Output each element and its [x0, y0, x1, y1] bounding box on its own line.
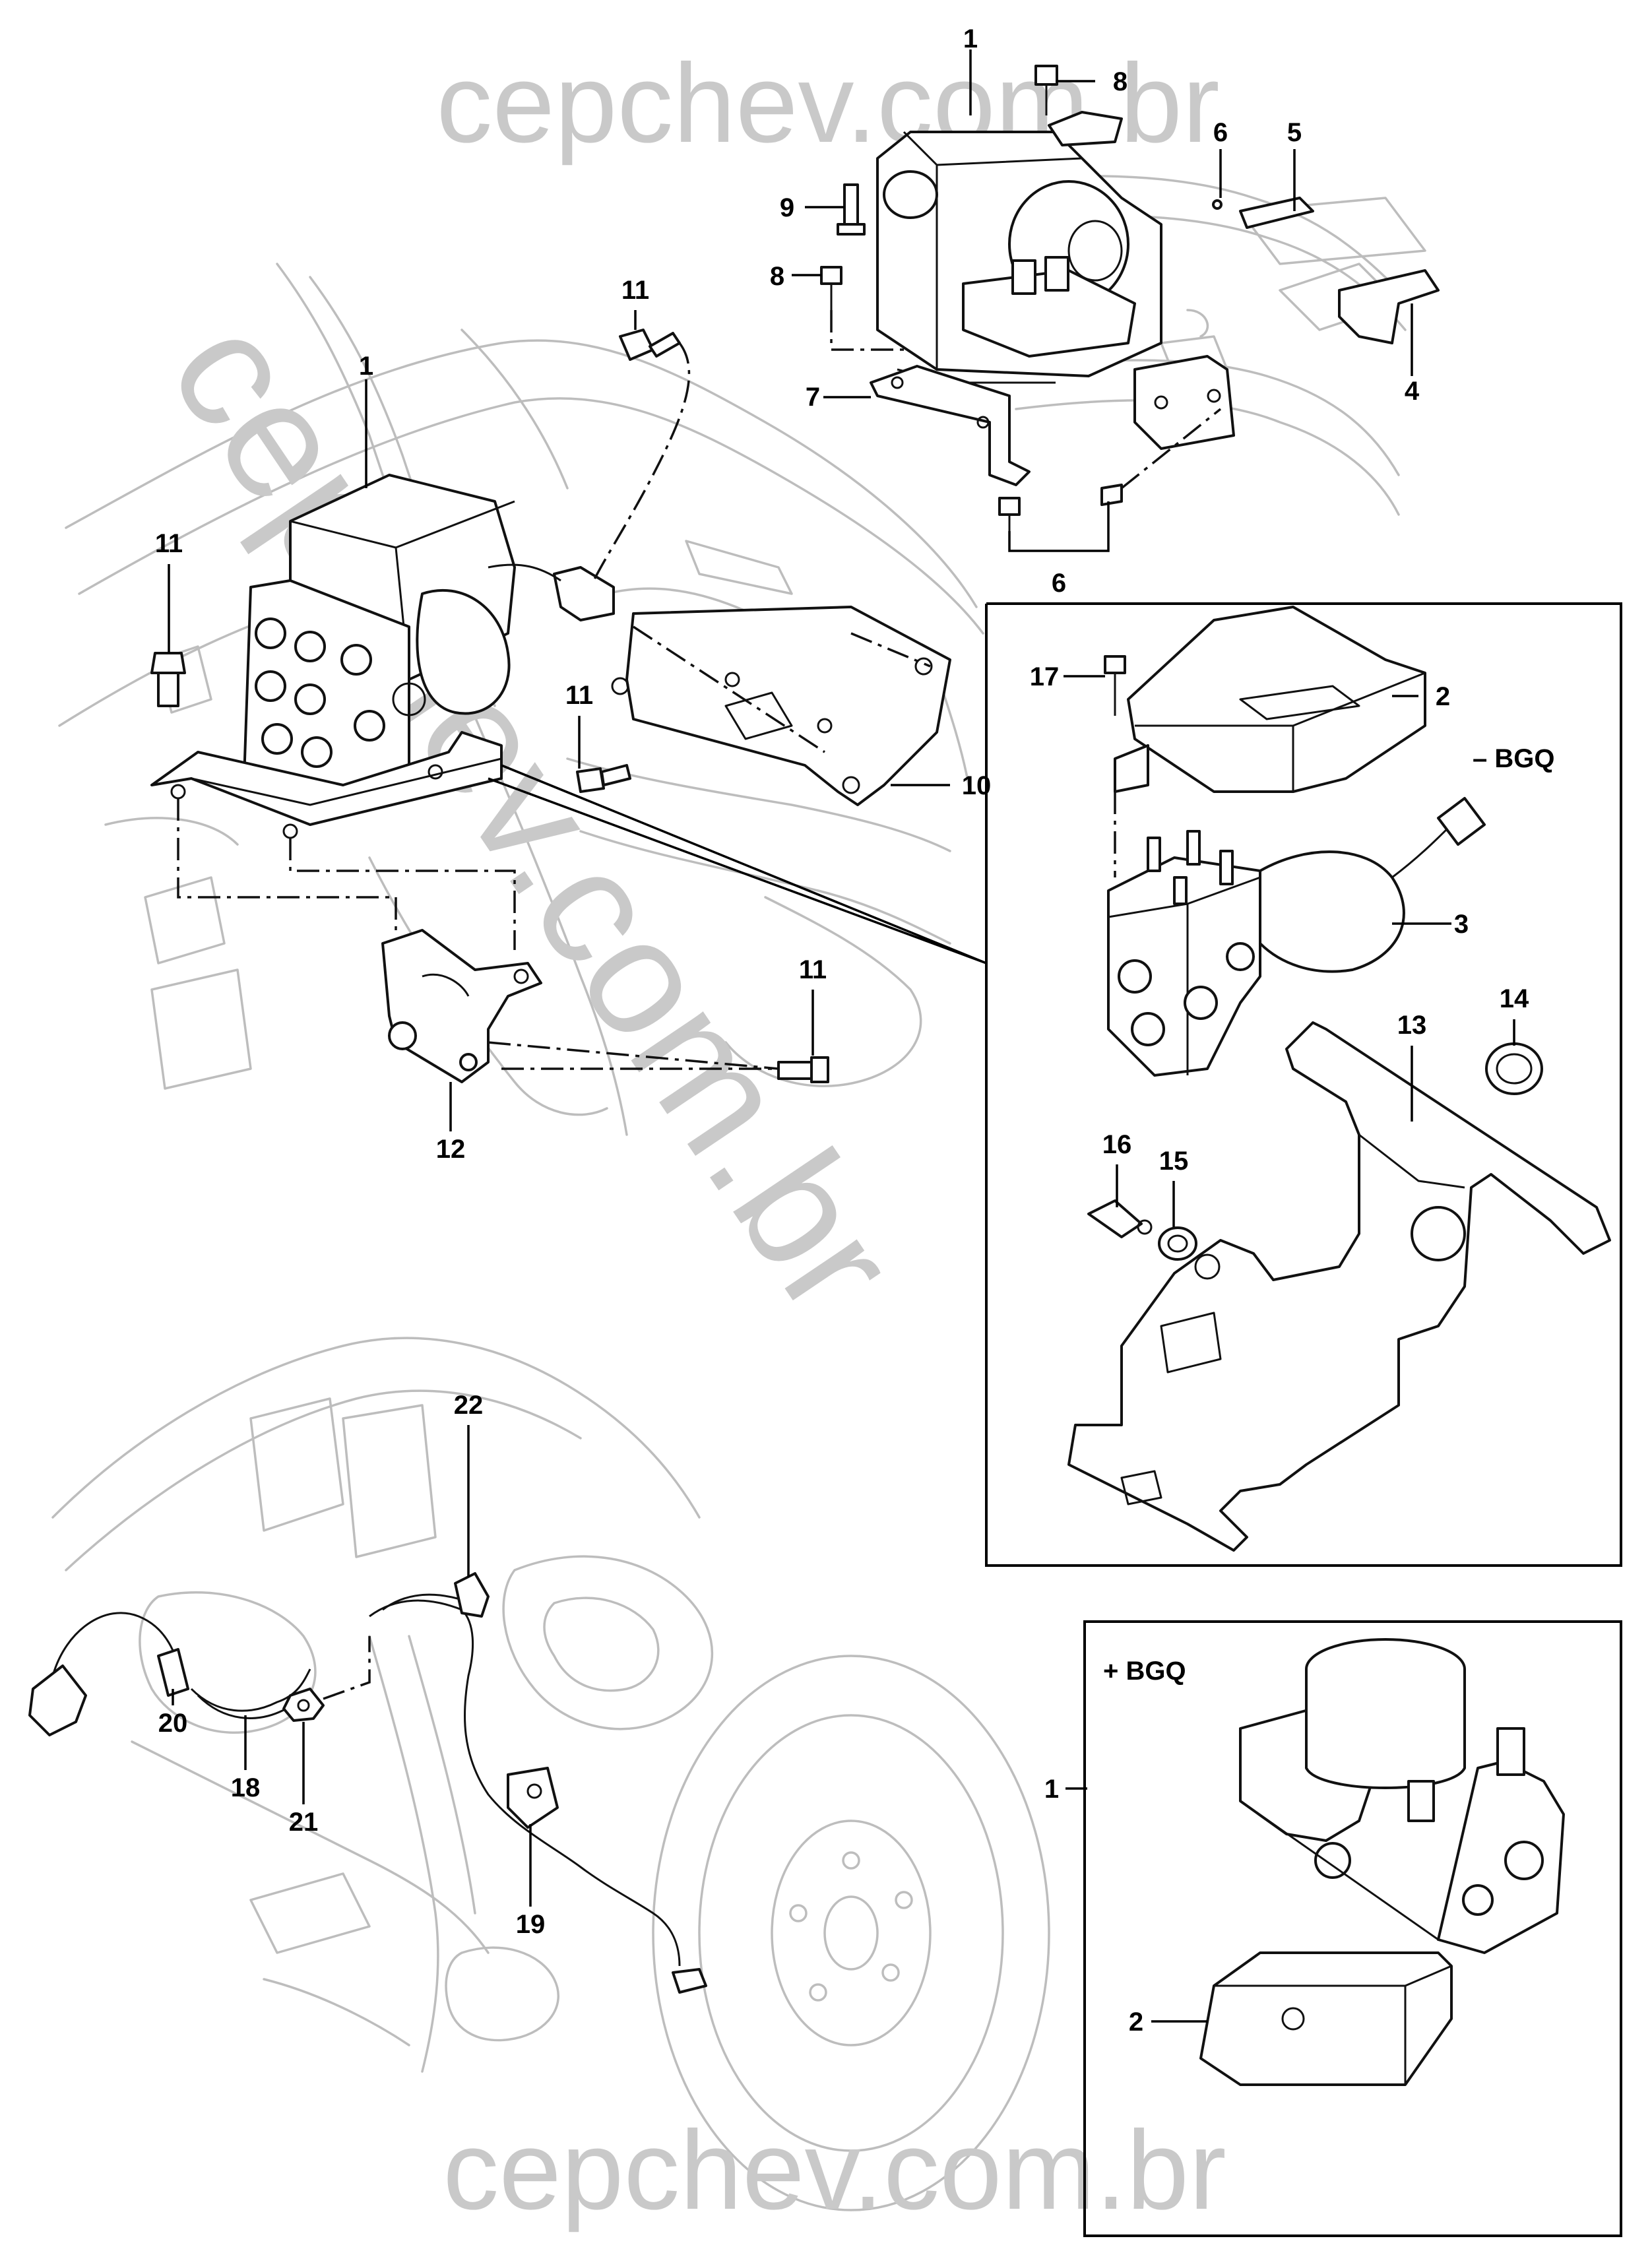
variant-label-plus-bgq: + BGQ	[1103, 1657, 1186, 1686]
callout-8-mid: 8	[770, 262, 784, 291]
sensor-harness-22	[369, 1572, 707, 1994]
leader-lines	[168, 49, 1515, 2023]
callout-1-plus-bgq: 1	[1044, 1775, 1059, 1804]
callout-21: 21	[289, 1808, 319, 1837]
bolt-9	[837, 183, 866, 236]
callout-10: 10	[962, 771, 992, 800]
callout-5: 5	[1287, 118, 1302, 147]
sensor-harness-20	[28, 1612, 189, 1736]
callout-3: 3	[1454, 910, 1469, 939]
callout-19: 19	[516, 1910, 546, 1939]
dashline-bracket6	[1120, 408, 1222, 490]
bracket-main	[150, 731, 503, 839]
bracket-7	[870, 365, 1031, 486]
bolt-11-right	[777, 1056, 829, 1083]
callout-11-left: 11	[155, 529, 183, 558]
bracket-13	[1067, 1021, 1611, 1552]
nut-21	[282, 1688, 325, 1722]
variant-frame-minus-bgq	[985, 602, 1622, 1567]
bracket-4	[1338, 269, 1440, 344]
callout-6-top: 6	[1213, 118, 1228, 147]
bracket-6-right	[1133, 355, 1235, 450]
callout-7: 7	[806, 383, 820, 412]
callout-2-plus-bgq: 2	[1129, 2008, 1143, 2037]
clip-19	[507, 1767, 559, 1829]
bolts-6-lower	[998, 484, 1123, 531]
bracket-5	[1212, 197, 1314, 229]
bolt-8-upper	[1034, 65, 1058, 115]
callout-11-top: 11	[621, 276, 649, 305]
bolt-8-lower	[820, 266, 842, 310]
dashline-main-to-lower-bracket	[177, 798, 516, 950]
dashline-bolt11-top	[592, 342, 691, 581]
callout-numbers: 1 8 6 5 9 8 11 7 4 6 1 11 11 10 17 2 3 1…	[155, 24, 1529, 2037]
sensor-harness-18	[190, 1668, 311, 1719]
callout-12: 12	[436, 1135, 466, 1164]
callout-15: 15	[1159, 1147, 1189, 1176]
callout-1-top: 1	[963, 24, 978, 53]
grommet-14	[1485, 1042, 1543, 1095]
callout-17: 17	[1030, 662, 1060, 691]
divider-line-minus-bgq	[488, 764, 987, 965]
callout-11-mid: 11	[565, 681, 593, 710]
variant-frame-plus-bgq	[1083, 1620, 1622, 2237]
callout-16: 16	[1102, 1130, 1132, 1159]
screw-17	[1104, 655, 1126, 716]
callout-4: 4	[1405, 377, 1420, 406]
dashline-shield-to-body	[633, 625, 931, 753]
watermark-top: cepchev.com.br	[436, 41, 1219, 166]
callout-11-right: 11	[799, 955, 827, 984]
control-module-2-minus-bgq	[1114, 606, 1426, 793]
watermark-bottom: cepchev.com.br	[443, 2108, 1226, 2233]
callout-9: 9	[780, 193, 794, 222]
dashline-nut21	[323, 1636, 371, 1700]
watermark-diagonal: cepchev.com.br	[136, 286, 933, 1345]
callout-18: 18	[231, 1773, 261, 1802]
abs-unit-plus-bgq	[1239, 1638, 1565, 1954]
pin-16	[1087, 1199, 1153, 1238]
control-module-2-plus-bgq	[1199, 1951, 1453, 2086]
heat-shield-10	[611, 606, 951, 806]
pump-unit-3	[1107, 797, 1486, 1077]
variant-label-minus-bgq: – BGQ	[1473, 744, 1554, 773]
callout-2-minus-bgq: 2	[1436, 682, 1450, 711]
callout-8-top: 8	[1113, 67, 1128, 96]
bolt-11-mid	[576, 764, 631, 793]
bracket-12	[381, 929, 542, 1083]
grommet-15	[1158, 1226, 1197, 1261]
callout-13: 13	[1397, 1011, 1427, 1040]
callout-14: 14	[1500, 984, 1529, 1013]
dashline-bracket12-bolt11	[488, 1041, 779, 1070]
abs-unit-main	[243, 474, 615, 813]
background-front-suspension	[51, 1337, 1050, 2211]
callout-1-main: 1	[359, 352, 373, 381]
bolt-11-top	[619, 329, 681, 361]
bolt-11-left	[150, 652, 186, 707]
abs-unit-top-assembly	[876, 111, 1162, 384]
callout-6-bottom: 6	[1052, 569, 1066, 598]
dashline-bolt8-to-bracket	[830, 310, 904, 351]
callout-22: 22	[454, 1391, 484, 1420]
callout-20: 20	[158, 1709, 188, 1738]
